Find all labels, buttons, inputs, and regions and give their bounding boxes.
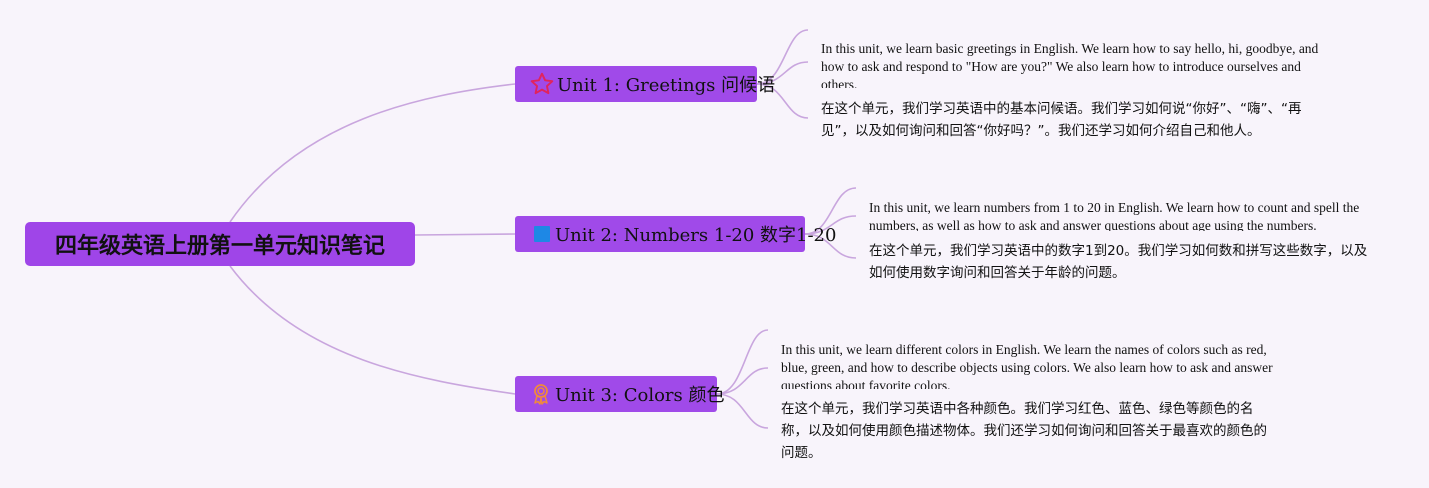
unit-2-note-chinese: 在这个单元，我们学习英语中的数字1到20。我们学习如何数和拼写这些数字，以及如何… <box>869 243 1368 281</box>
unit-3-label: Unit 3: Colors 颜色 <box>555 385 725 406</box>
star-icon <box>529 70 555 98</box>
link-unit1-note-zh <box>756 83 809 119</box>
unit-2-node[interactable]: Unit 2: Numbers 1-20 数字1-20 <box>515 216 836 252</box>
link-unit2-note-en-b <box>804 215 857 235</box>
unit-3-node[interactable]: Unit 3: Colors 颜色 <box>515 376 724 412</box>
link-unit1-note-en <box>756 29 809 85</box>
unit-3-note-chinese: 在这个单元，我们学习英语中各种颜色。我们学习红色、蓝色、绿色等颜色的名称，以及如… <box>781 401 1267 461</box>
link-unit3-note-zh <box>716 393 769 429</box>
award-ribbon-icon <box>529 380 553 408</box>
link-unit3-note-en <box>716 329 769 395</box>
root-title: 四年级英语上册第一单元知识笔记 <box>54 234 385 259</box>
unit-1-node[interactable]: Unit 1: Greetings 问候语 <box>515 66 775 102</box>
link-unit2-note-zh <box>804 233 857 259</box>
link-root-unit3 <box>229 265 516 395</box>
root-node[interactable]: 四年级英语上册第一单元知识笔记 <box>25 222 415 266</box>
unit-1-note-chinese: 在这个单元，我们学习英语中的基本问候语。我们学习如何说“你好”、“嗨”、“再见”… <box>821 101 1302 139</box>
link-unit3-note-en-b <box>716 367 769 395</box>
link-root-unit2 <box>414 233 516 236</box>
blue-square-icon <box>533 220 551 248</box>
link-unit1-note-en-b <box>756 61 809 85</box>
unit-2-label: Unit 2: Numbers 1-20 数字1-20 <box>555 225 837 246</box>
unit-1-label: Unit 1: Greetings 问候语 <box>557 75 776 96</box>
link-root-unit1 <box>229 83 516 223</box>
unit-3-note-english: In this unit, we learn different colors … <box>781 342 1273 389</box>
unit-2-note-english: In this unit, we learn numbers from 1 to… <box>869 200 1360 231</box>
unit-1-note-english: In this unit, we learn basic greetings i… <box>821 41 1319 88</box>
